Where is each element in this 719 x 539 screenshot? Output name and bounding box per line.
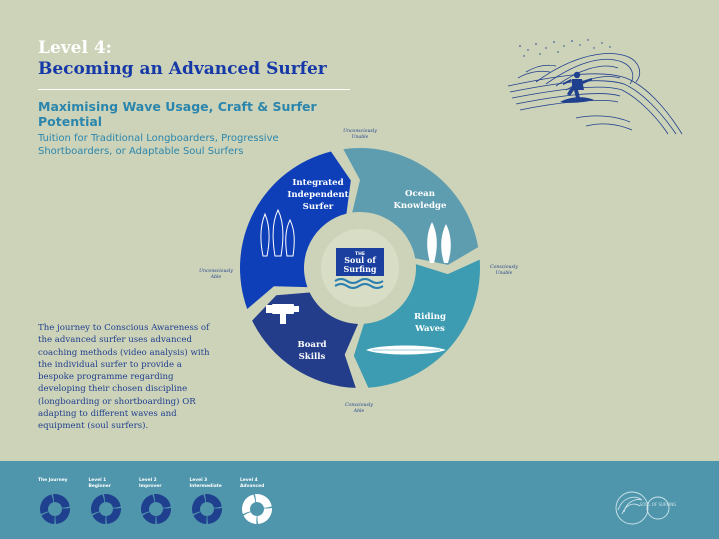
nav-item-label: Level 2 Improver — [139, 478, 162, 489]
riding-label-2: Waves — [414, 324, 445, 334]
segment-board-skills — [252, 292, 359, 388]
nav-item-label: Level 1 Beginner — [88, 478, 111, 489]
nav-item-4[interactable]: Level 4 Advanced — [240, 478, 286, 524]
cycle-icon — [39, 494, 70, 524]
surf-cycle-diagram: THE Soul of Surfing Integrated Independe… — [199, 128, 518, 414]
video-camera-icon — [266, 304, 299, 324]
stage-top-line-2: Unable — [352, 134, 369, 140]
longboard-icon — [366, 345, 446, 355]
segment-integrated-independent-surfer — [240, 151, 351, 310]
stage-right-line-1: Consciously — [490, 264, 518, 270]
board-label-2: Skills — [299, 352, 326, 362]
integrated-label-1: Integrated — [292, 178, 343, 188]
subtitle: Maximising Wave Usage, Craft & Surfer Po… — [38, 99, 317, 129]
nav-item-1[interactable]: Level 1 Beginner — [88, 478, 135, 524]
soul-of-surfing-logo: THE Soul of Surfing — [334, 248, 384, 289]
stage-left-line-1: Unconsciously — [199, 268, 233, 274]
stage-left-line-2: Able — [210, 274, 222, 280]
stage-bottom-line-2: Able — [353, 408, 365, 414]
nav-item-2[interactable]: Level 2 Improver — [139, 478, 185, 524]
cycle-icon — [191, 494, 222, 524]
stage-right-line-2: Unable — [496, 270, 513, 276]
logo-line-3: Surfing — [343, 264, 376, 274]
ocean-label-1: Ocean — [405, 189, 436, 199]
nav-item-label: The Journey — [38, 478, 68, 483]
cycle-icon — [140, 494, 171, 524]
level-title: Level 4: — [38, 38, 112, 58]
cycle-icon — [241, 494, 272, 524]
logo-line-2: Soul of — [344, 255, 376, 265]
page-title: Becoming an Advanced Surfer — [38, 59, 327, 79]
footer-bar — [0, 461, 719, 539]
nav-item-label: Level 3 Intermediate — [189, 478, 222, 489]
nav-item-3[interactable]: Level 3 Intermediate — [189, 478, 236, 524]
riding-label-1: Riding — [414, 312, 446, 322]
longboards-icon — [260, 208, 295, 257]
ocean-label-2: Knowledge — [393, 201, 447, 211]
logo-box — [336, 248, 384, 276]
brand-logo: SOUL OF SURFING — [615, 491, 677, 525]
logo-wave-icon — [334, 278, 384, 284]
title-divider — [38, 89, 350, 90]
surfboards-icon — [427, 222, 451, 263]
logo-line-1: THE — [355, 251, 365, 257]
integrated-label-3: Surfer — [303, 202, 334, 212]
nav-item-label: Level 4 Advanced — [240, 478, 265, 489]
brand-logo-text: SOUL OF SURFING — [640, 502, 677, 507]
description: Tuition for Traditional Longboarders, Pr… — [38, 133, 279, 157]
board-label-1: Board — [297, 340, 326, 350]
segment-riding-waves — [353, 259, 481, 388]
logo-wave-icon-2 — [334, 283, 384, 289]
journey-description: The journey to Conscious Awareness of th… — [38, 323, 210, 432]
surfer-wave-illustration — [507, 39, 683, 135]
cycle-icon — [90, 494, 121, 524]
stage-bottom-line-1: Consciously — [345, 402, 373, 408]
integrated-label-2: Independent — [287, 190, 348, 200]
nav-item-0[interactable]: The Journey — [38, 478, 84, 524]
stage-top-line-1: Unconsciously — [343, 128, 377, 134]
